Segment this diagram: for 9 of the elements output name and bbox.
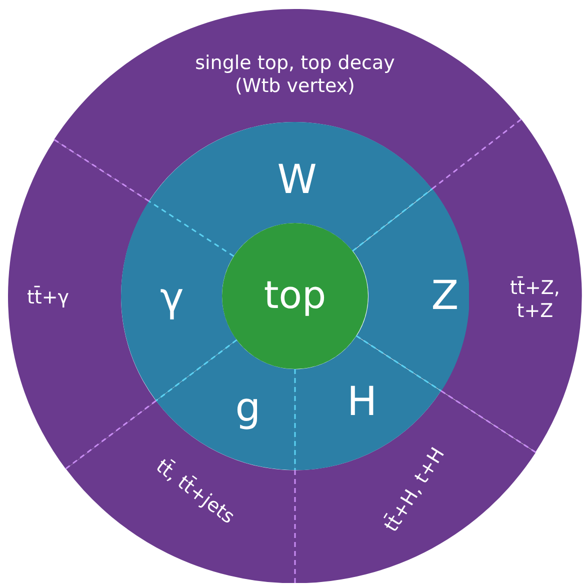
particle-label: g: [235, 384, 261, 432]
center-label: top: [264, 273, 326, 319]
particle-label: γ: [160, 274, 184, 322]
segment-label: tt̄+Z, t+Z: [509, 277, 561, 323]
segment-label: tt̄+γ: [26, 286, 70, 310]
particle-label: H: [346, 378, 378, 426]
segment-label: single top, top decay (Wtb vertex): [194, 52, 396, 98]
particle-label: Z: [431, 272, 459, 320]
particle-label: W: [277, 156, 317, 204]
